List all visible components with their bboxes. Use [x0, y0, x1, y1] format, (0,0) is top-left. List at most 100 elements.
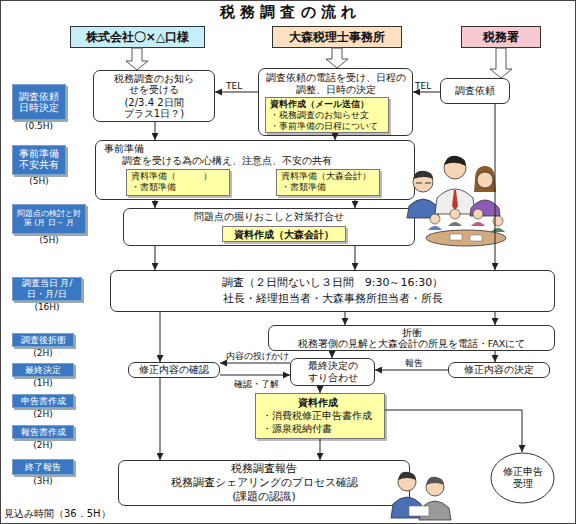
node-text: 問題点の検討と対策 (月 日～ 月	[14, 210, 84, 227]
meeting-table	[426, 230, 506, 246]
node-text: 株式会社〇×△口様	[86, 29, 189, 46]
people-illustration	[407, 156, 500, 218]
node-text: 調査依頼 日時決定	[13, 91, 65, 114]
step-box: 報告書作成(2H)	[12, 425, 74, 439]
time-estimate: (1H)	[5, 378, 81, 389]
block-arrow	[126, 48, 148, 70]
flow-arrow	[355, 200, 356, 208]
flow-arrow	[155, 200, 156, 208]
flow-arrow	[495, 351, 496, 362]
node-text: 資料準備（ ）	[131, 171, 225, 182]
process-box: 修正内容の確認	[128, 362, 220, 378]
edge-label: 内容の投げかけ	[226, 351, 289, 361]
node-text: 事前準備	[104, 143, 144, 155]
step-box: 事前準備 不安共有(5H)	[12, 145, 66, 175]
edge-label: 報告	[405, 358, 423, 368]
person-hair	[426, 477, 444, 485]
flow-arrow	[495, 104, 496, 270]
node-text: (2/3.4 2日間 プラス1日？)	[94, 97, 214, 119]
node-text: 大森税理士事務所	[289, 29, 385, 46]
flow-arrow	[155, 122, 156, 140]
person-head	[493, 216, 503, 226]
flow-arrow	[375, 370, 448, 371]
edge-label: TEL	[226, 81, 242, 91]
flow-arrow	[220, 363, 290, 364]
process-box: 問題点の掘りおこしと対策打合せ資料作成（大森会計）	[123, 208, 415, 246]
node-text: 税務署	[483, 29, 519, 46]
time-estimate: (0.5H)	[5, 121, 73, 132]
node-text: 資料作成	[262, 396, 378, 409]
node-text: ・書類準備	[281, 182, 375, 193]
person-hair	[474, 166, 496, 192]
flow-arrow	[155, 246, 156, 270]
node-text: 修正申告受理	[502, 466, 544, 490]
node-text: 問題点の掘りおこしと対策打合せ	[194, 211, 344, 223]
note-label: 見込み時間（36．5H）	[4, 508, 111, 520]
ellipse-shape	[491, 453, 554, 503]
process-box: 折衝税務署側の見解と大森会計の所見を電話・FAXにて	[268, 325, 555, 351]
note-box: 資料準備（大森会計）・書類準備	[276, 169, 380, 196]
person-body	[428, 226, 442, 230]
time-estimate: (5H)	[5, 235, 93, 246]
flow-arrow	[413, 92, 440, 93]
node-text: 調査当日 月/日・月/日	[13, 278, 81, 300]
node-text: 事前準備 不安共有	[13, 149, 65, 171]
process-box: 修正内容の決定	[448, 362, 550, 378]
time-estimate: (2H)	[5, 348, 81, 359]
person-head	[450, 209, 460, 219]
node-text: 税務調査のお知らせを受ける	[111, 73, 197, 95]
process-box: 事前準備調査を受ける為の心構え、注意点、不安の共有資料準備（ ）・書類準備資料準…	[95, 140, 415, 200]
edge-label: TEL	[415, 81, 431, 91]
person-body	[491, 228, 505, 232]
node-text: 社長・経理担当者・大森事務所担当者・所長	[223, 291, 443, 307]
node-text: 税務調査報告	[231, 462, 297, 476]
column-header: 株式会社〇×△口様	[70, 26, 205, 48]
column-header: 税務署	[461, 26, 541, 48]
flow-arrow	[215, 92, 258, 93]
time-estimate: (16H)	[5, 302, 89, 313]
time-estimate: (2H)	[5, 440, 81, 451]
step-box: 終了報告(3H)	[12, 459, 74, 475]
column-header: 大森税理士事務所	[272, 26, 402, 48]
meeting-illustration	[426, 209, 506, 246]
person-head	[430, 214, 440, 224]
person-body	[419, 501, 451, 520]
step-box: 調査後折衝(2H)	[12, 333, 74, 347]
node-text: 税務署側の見解と大森会計の所見を電話・FAXにて	[298, 338, 526, 349]
node-text: 調査を受ける為の心構え、注意点、不安の共有	[122, 155, 332, 167]
time-estimate: (3H)	[5, 476, 81, 487]
time-estimate: (2H)	[5, 409, 81, 420]
node-text: ・書類準備	[131, 182, 225, 193]
node-text: ・源泉税納付書	[262, 422, 378, 435]
person-hair	[413, 171, 433, 179]
node-text: 申告書作成	[21, 395, 66, 407]
node-text: 資料作成（大森会計）	[227, 228, 341, 241]
block-arrow	[326, 48, 348, 68]
node-text: 報告書作成	[21, 426, 66, 438]
paper	[470, 235, 482, 241]
person-head	[477, 172, 493, 188]
node-text: ・税務調査のお知らせ文	[270, 110, 384, 121]
node-text: 最終決定の すり合わせ	[305, 360, 361, 384]
node-text: ・事前準備の日程について	[270, 121, 384, 132]
paper	[409, 506, 429, 516]
flow-arrow	[160, 312, 161, 362]
node-text: 資料準備（大森会計）	[281, 171, 375, 182]
node-text: 折衝	[402, 327, 422, 338]
flow-arrow	[320, 439, 321, 460]
flow-arrow	[320, 386, 321, 393]
node-text: 修正内容の確認	[139, 363, 209, 377]
diagram-title: 税 務 調 査 の 流 れ	[0, 3, 576, 22]
glasses	[416, 182, 431, 183]
flow-arrow	[220, 375, 290, 376]
node-text: 調査後折衝	[21, 334, 66, 346]
note-box: 資料作成・消費税修正申告書作成・源泉税納付書	[255, 393, 385, 439]
person-head	[444, 157, 466, 179]
necktie	[452, 190, 458, 210]
node-text: 最終決定	[25, 364, 61, 376]
person-body	[471, 222, 485, 226]
node-text: 調査依頼	[455, 84, 495, 98]
person-body	[448, 222, 462, 226]
